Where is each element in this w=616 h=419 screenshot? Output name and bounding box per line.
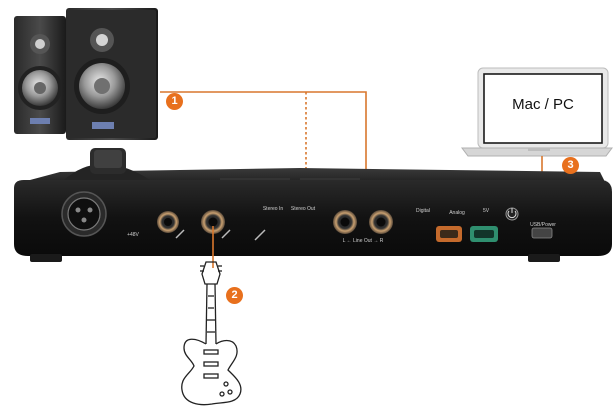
digital-label: Digital [416,208,430,214]
callout-2-badge: 2 [226,287,243,304]
laptop-screen-label: Mac / PC [512,96,574,113]
line-out-label: L ← Line Out → R [342,238,384,244]
callout-1-badge: 1 [166,93,183,110]
stereo-in-label: Stereo In [262,206,284,212]
laptop [461,67,613,157]
phantom-power-label: +48V [127,232,139,238]
5v-label: 5V [482,208,490,214]
usb-power-label: USB/Power [530,222,556,228]
audio-interface [14,148,612,262]
electric-guitar-icon [181,261,242,406]
studio-monitor-left [14,16,66,134]
analog-label: Analog [449,210,465,216]
stereo-out-label: Stereo Out [290,206,316,212]
studio-monitor-right [66,8,158,140]
callout-3-badge: 3 [562,157,579,174]
